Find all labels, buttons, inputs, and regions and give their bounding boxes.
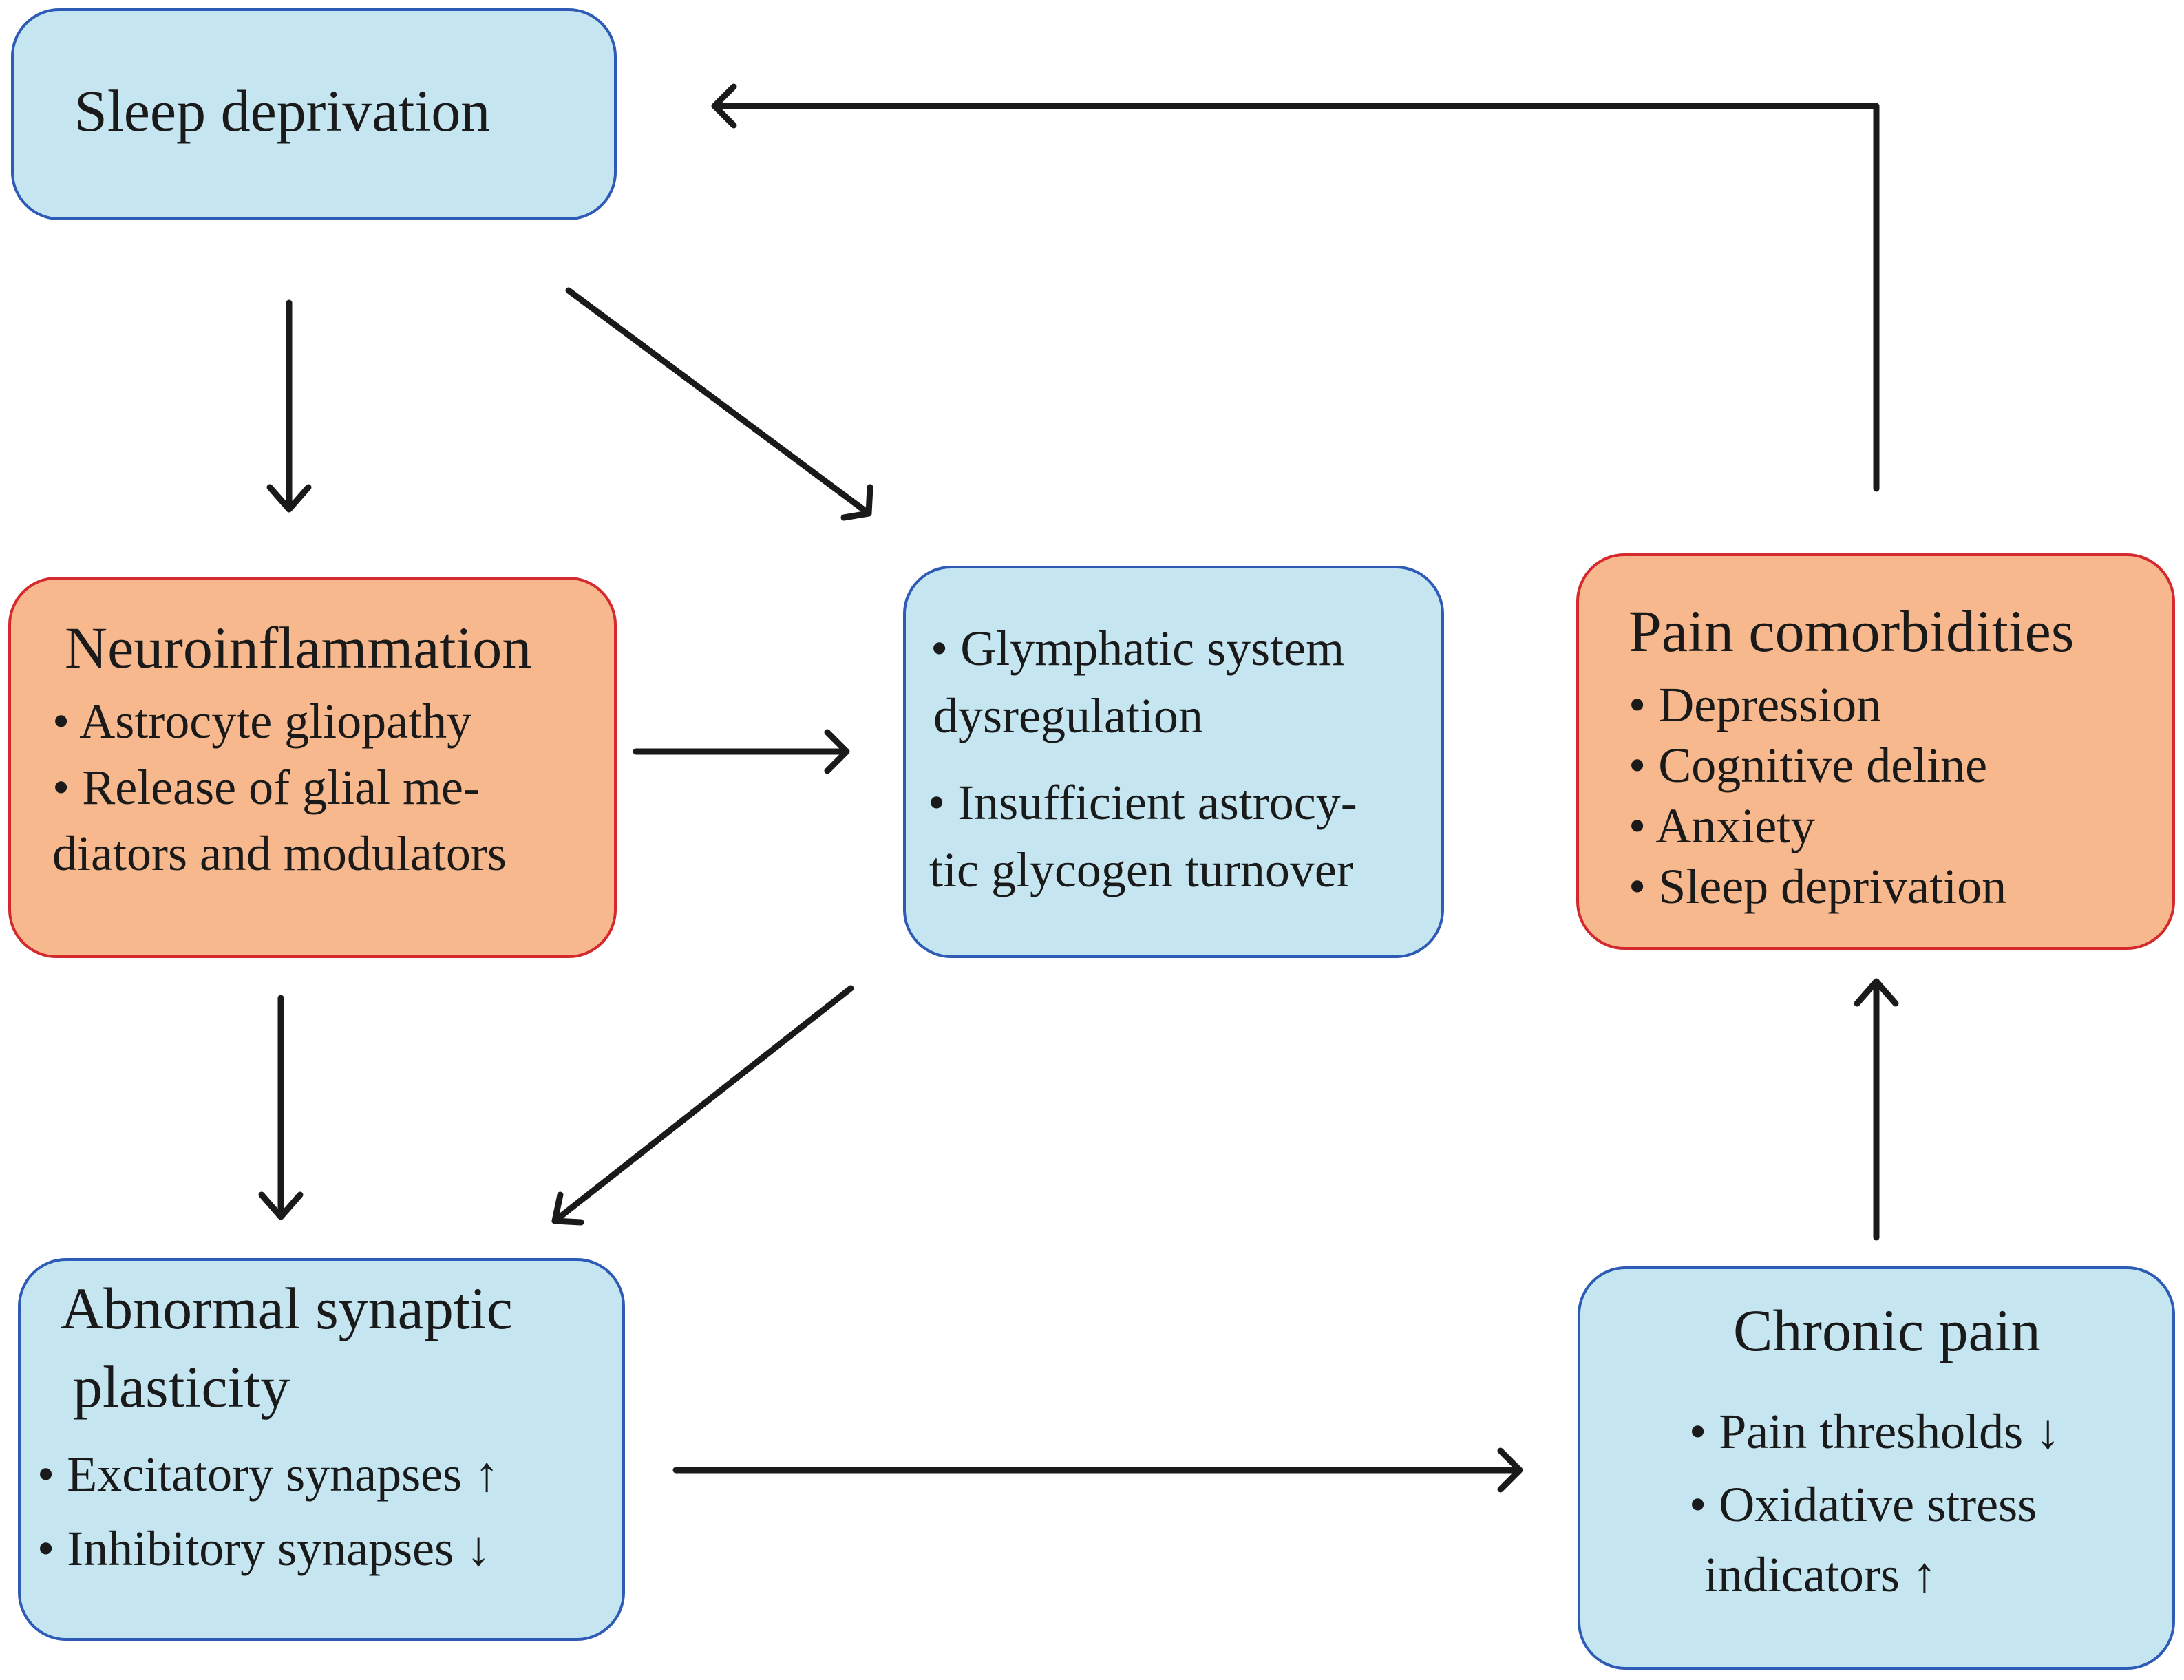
synaptic-plasticity-box bbox=[18, 1258, 625, 1641]
synaptic-plasticity-title-line-2: plasticity bbox=[73, 1354, 290, 1420]
synaptic-plasticity-bullet-1: • Excitatory synapses ↑ bbox=[37, 1447, 500, 1502]
synaptic-plasticity-title-line-1: Abnormal synaptic bbox=[61, 1275, 513, 1341]
pain-comorbidities-title: Pain comorbidities bbox=[1629, 598, 2075, 664]
pain-comorbidities-box bbox=[1576, 553, 2175, 950]
arrow-synaptic-to-chronic-pain bbox=[672, 1447, 1523, 1493]
chronic-pain-title: Chronic pain bbox=[1733, 1297, 2041, 1363]
arrow-neuroinflammation-to-synaptic bbox=[258, 995, 304, 1220]
chronic-pain-box bbox=[1578, 1266, 2175, 1670]
sleep-deprivation-box bbox=[11, 8, 617, 220]
neuroinflammation-bullet-2-line-2: diators and modulators bbox=[52, 826, 507, 881]
glymphatic-bullet-1-line-2: dysregulation bbox=[933, 688, 1203, 743]
synaptic-plasticity-bullet-2: • Inhibitory synapses ↓ bbox=[37, 1521, 491, 1576]
arrow-neuroinflammation-to-glymphatic bbox=[633, 729, 850, 774]
glymphatic-box bbox=[903, 566, 1444, 958]
glymphatic-bullet-1-line-1: • Glymphatic system bbox=[931, 621, 1345, 676]
arrow-chronic-pain-to-comorbidities bbox=[1854, 978, 1899, 1241]
arrow-glymphatic-to-synaptic bbox=[551, 985, 854, 1226]
glymphatic-bullet-2-line-2: tic glycogen turnover bbox=[929, 842, 1353, 897]
chronic-pain-bullet-1: • Pain thresholds ↓ bbox=[1689, 1404, 2061, 1459]
arrow-sleep-to-neuroinflammation bbox=[266, 299, 312, 513]
sleep-deprivation-title: Sleep deprivation bbox=[74, 78, 491, 144]
pain-comorbidities-item-4: • Sleep deprivation bbox=[1629, 859, 2007, 914]
chronic-pain-bullet-2-line-2: indicators ↑ bbox=[1704, 1547, 1937, 1602]
chronic-pain-bullet-2-line-1: • Oxidative stress bbox=[1689, 1477, 2037, 1532]
neuroinflammation-bullet-1: • Astrocyte gliopathy bbox=[52, 694, 472, 749]
glymphatic-bullet-2-line-1: • Insufficient astrocy- bbox=[928, 775, 1357, 830]
pain-comorbidities-item-2: • Cognitive deline bbox=[1629, 738, 1988, 793]
neuroinflammation-title: Neuroinflammation bbox=[65, 615, 532, 681]
pain-comorbidities-item-3: • Anxiety bbox=[1629, 798, 1816, 853]
pain-comorbidities-item-1: • Depression bbox=[1629, 677, 1882, 732]
arrow-sleep-to-glymphatic bbox=[565, 287, 873, 521]
neuroinflammation-bullet-2-line-1: • Release of glial me- bbox=[52, 760, 480, 815]
neuroinflammation-box bbox=[8, 577, 617, 958]
arrow-comorbidities-to-sleep bbox=[711, 83, 1880, 492]
